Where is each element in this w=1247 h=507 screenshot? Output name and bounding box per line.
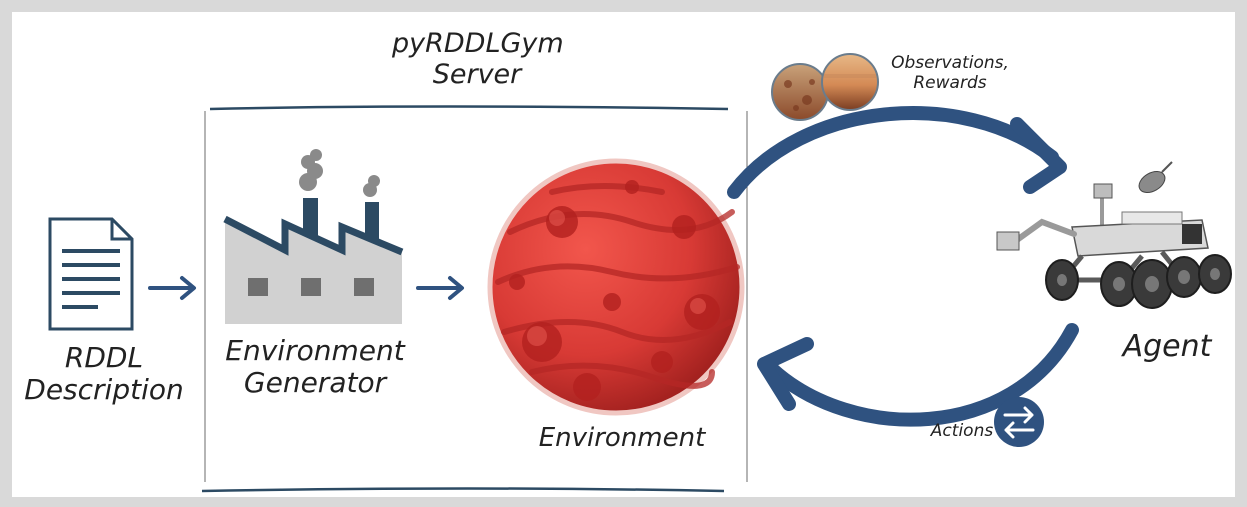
arrow-observations-rewards [727,106,1067,199]
server-title-line2: Server [432,59,522,91]
generator-label-line2: Generator [243,366,387,400]
server-title: pyRDDLGym Server [392,28,564,91]
rddl-label-line1: RDDL [64,341,144,374]
rover-icon [996,161,1232,309]
document-icon [48,217,134,331]
diagram-graphics [48,53,1232,493]
diagram-canvas: pyRDDLGym Server RDDL Description Enviro… [12,12,1235,497]
actions-label: Actions [930,421,994,441]
arrow-generator-to-environment [416,276,464,300]
generator-label-line1: Environment [225,334,405,367]
arrow-actions [757,323,1079,427]
swap-arrows-icon [994,397,1044,447]
rddl-label-line2: Description [24,373,184,407]
agent-label: Agent [1122,329,1212,364]
observations-rewards-label: Observations, Rewards [880,53,1020,93]
environment-generator-label: Environment Generator [215,334,415,400]
observations-label-line1: Observations, [891,53,1009,73]
factory-icon [223,149,404,324]
arrow-doc-to-generator [148,276,196,300]
server-title-line1: pyRDDLGym [392,28,564,59]
planet-icon [487,158,745,416]
mars-photo-thumbnails [771,53,879,121]
observations-label-line2: Rewards [913,72,987,93]
rddl-description-label: RDDL Description [24,341,184,407]
environment-label: Environment [538,423,706,453]
